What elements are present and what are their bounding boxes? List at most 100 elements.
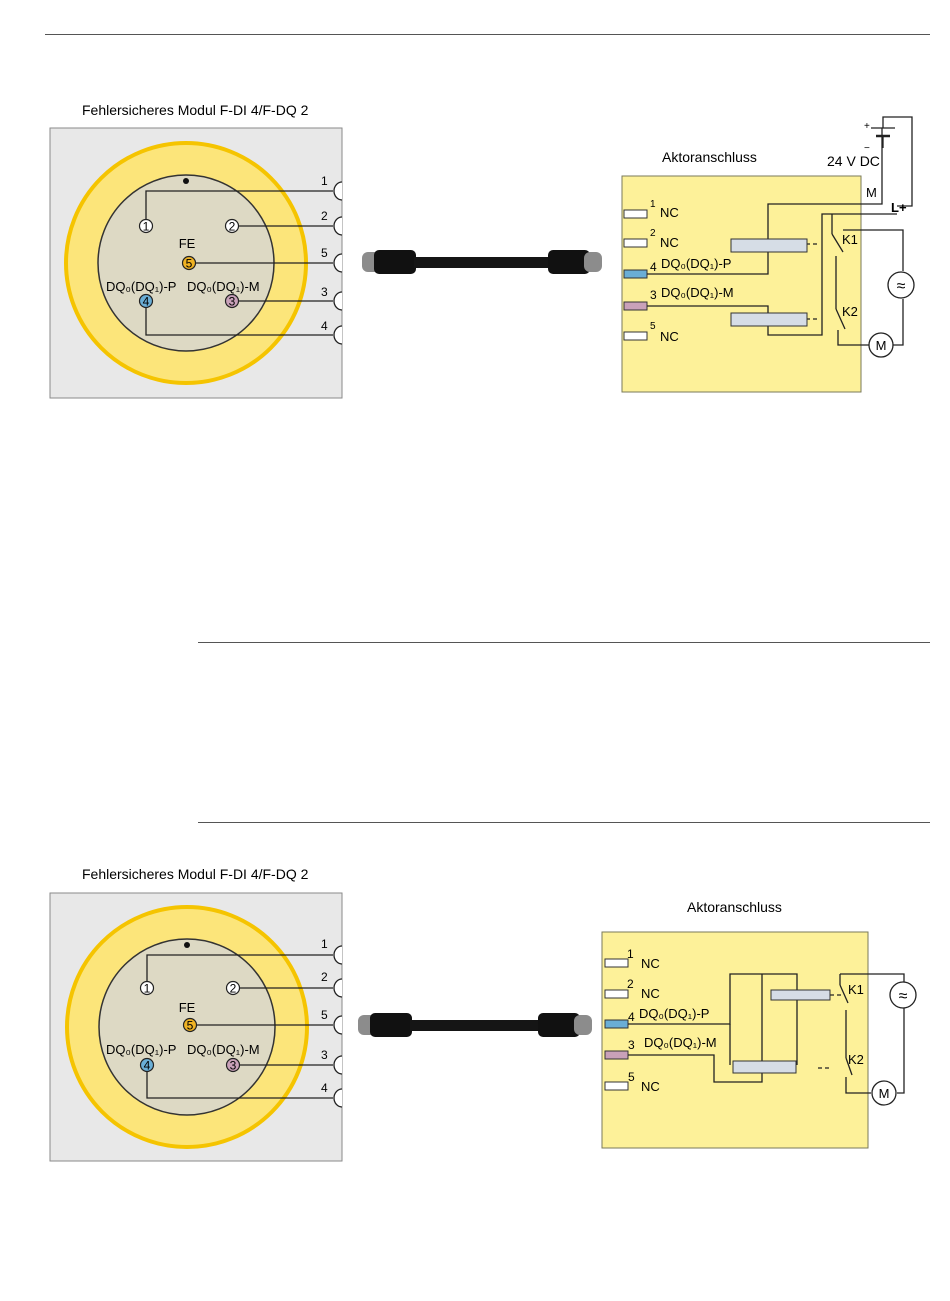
actuator-title-2: Aktoranschluss (687, 899, 782, 915)
relay-wiring-2 (628, 973, 905, 1094)
svg-text:1: 1 (650, 199, 656, 210)
internal-wiring-2 (146, 954, 333, 1099)
svg-text:2: 2 (627, 977, 634, 991)
relay-coil-k2 (730, 312, 808, 327)
cable-1 (362, 250, 602, 274)
svg-text:3: 3 (628, 1038, 635, 1052)
svg-text:2: 2 (650, 228, 656, 239)
svg-text:4: 4 (628, 1010, 635, 1024)
side-pin-2: 2 (321, 209, 328, 223)
k2-label-1: K2 (842, 304, 858, 319)
pin-1: 1 (138, 218, 154, 234)
supply-label-1: 24 V DC (827, 153, 880, 169)
relay-coil-k1 (770, 989, 831, 1001)
svg-text:1: 1 (143, 220, 150, 234)
svg-text:5: 5 (186, 257, 193, 271)
internal-wiring-1 (145, 190, 333, 336)
m-label-1: DQ₀(DQ₁)-M (187, 279, 260, 294)
svg-text:NC: NC (660, 329, 679, 344)
pin-5-fe: 5 (182, 1017, 198, 1033)
p-label-1: DQ₀(DQ₁)-P (106, 279, 176, 294)
lplus-terminal-1: L+ (891, 200, 907, 215)
middle-rule-upper (198, 642, 930, 643)
side-pin-2: 2 (321, 970, 328, 984)
svg-text:3: 3 (230, 1059, 237, 1073)
relay-wiring-1 (647, 128, 904, 346)
terminal-row-1: 1NC (604, 947, 660, 971)
pin-4-p: 4 (139, 1057, 155, 1073)
p-label-2: DQ₀(DQ₁)-P (106, 1042, 176, 1057)
k1-label-1: K1 (842, 232, 858, 247)
motor-2: M (871, 1080, 897, 1106)
svg-text:4: 4 (144, 1059, 151, 1073)
terminal-row-2: 2NC (623, 228, 679, 250)
svg-text:M: M (879, 1086, 890, 1101)
svg-text:M: M (876, 338, 887, 353)
svg-text:5: 5 (650, 321, 656, 332)
m-label-2: DQ₀(DQ₁)-M (187, 1042, 260, 1057)
svg-text:DQ₀(DQ₁)-M: DQ₀(DQ₁)-M (661, 285, 734, 300)
module-title-2: Fehlersicheres Modul F-DI 4/F-DQ 2 (82, 866, 309, 882)
svg-text:2: 2 (229, 220, 236, 234)
svg-text:≈: ≈ (899, 988, 908, 1005)
pin-2: 2 (225, 980, 241, 996)
side-pin-3: 3 (321, 285, 328, 299)
svg-text:NC: NC (641, 986, 660, 1001)
terminal-row-1: 1NC (623, 199, 679, 220)
top-rule (45, 34, 930, 35)
k1-label-2: K1 (848, 982, 864, 997)
relay-coil-k2 (732, 1060, 797, 1074)
side-pin-1: 1 (321, 174, 328, 188)
svg-text:1: 1 (144, 982, 151, 996)
cable-2 (358, 1013, 592, 1037)
pin-1: 1 (139, 980, 155, 996)
actuator-panel-2 (601, 931, 869, 1149)
svg-text:NC: NC (641, 1079, 660, 1094)
side-pin-4: 4 (321, 1081, 328, 1095)
module-title-1: Fehlersicheres Modul F-DI 4/F-DQ 2 (82, 102, 309, 118)
svg-text:3: 3 (229, 295, 236, 309)
pin-4-p: 4 (138, 293, 154, 309)
svg-text:DQ₀(DQ₁)-P: DQ₀(DQ₁)-P (639, 1006, 709, 1021)
terminal-row-5: 5NC (604, 1070, 660, 1094)
pin-5-fe: 5 (181, 255, 197, 271)
svg-text:≈: ≈ (897, 278, 906, 295)
pin-2: 2 (224, 218, 240, 234)
terminal-row-5: 5NC (623, 321, 679, 344)
side-pin-5: 5 (321, 1008, 328, 1022)
svg-text:2: 2 (230, 982, 237, 996)
svg-text:4: 4 (143, 295, 150, 309)
side-terminals-2 (333, 945, 343, 1108)
svg-text:DQ₀(DQ₁)-P: DQ₀(DQ₁)-P (661, 256, 731, 271)
ac-source-1: ≈ (887, 271, 915, 299)
svg-text:4: 4 (650, 260, 657, 274)
svg-text:5: 5 (187, 1019, 194, 1033)
relay-coil-k1 (730, 238, 808, 253)
pin-3-m: 3 (224, 293, 240, 309)
supply-wiring-1 (871, 116, 913, 207)
svg-text:1: 1 (627, 947, 634, 961)
k2-label-2: K2 (848, 1052, 864, 1067)
side-pin-4: 4 (321, 319, 328, 333)
side-pin-5: 5 (321, 246, 328, 260)
svg-text:5: 5 (628, 1070, 635, 1084)
terminal-row-3: 3 DQ₀(DQ₁)-M (623, 285, 734, 311)
pin-3-m: 3 (225, 1057, 241, 1073)
coding-dot-2 (184, 942, 190, 948)
middle-rule-lower (198, 822, 930, 823)
fe-label-1: FE (179, 236, 196, 251)
coding-dot-1 (183, 178, 189, 184)
actuator-title-1: Aktoranschluss (662, 149, 757, 165)
side-pin-3: 3 (321, 1048, 328, 1062)
svg-text:DQ₀(DQ₁)-M: DQ₀(DQ₁)-M (644, 1035, 717, 1050)
ac-source-2: ≈ (889, 981, 917, 1009)
svg-text:NC: NC (660, 205, 679, 220)
fe-label-2: FE (179, 1000, 196, 1015)
motor-1: M (868, 332, 894, 358)
actuator-panel-1 (621, 175, 862, 393)
svg-text:3: 3 (650, 288, 657, 302)
supply-minus-1: − (864, 143, 870, 154)
side-terminals-1 (333, 181, 343, 345)
